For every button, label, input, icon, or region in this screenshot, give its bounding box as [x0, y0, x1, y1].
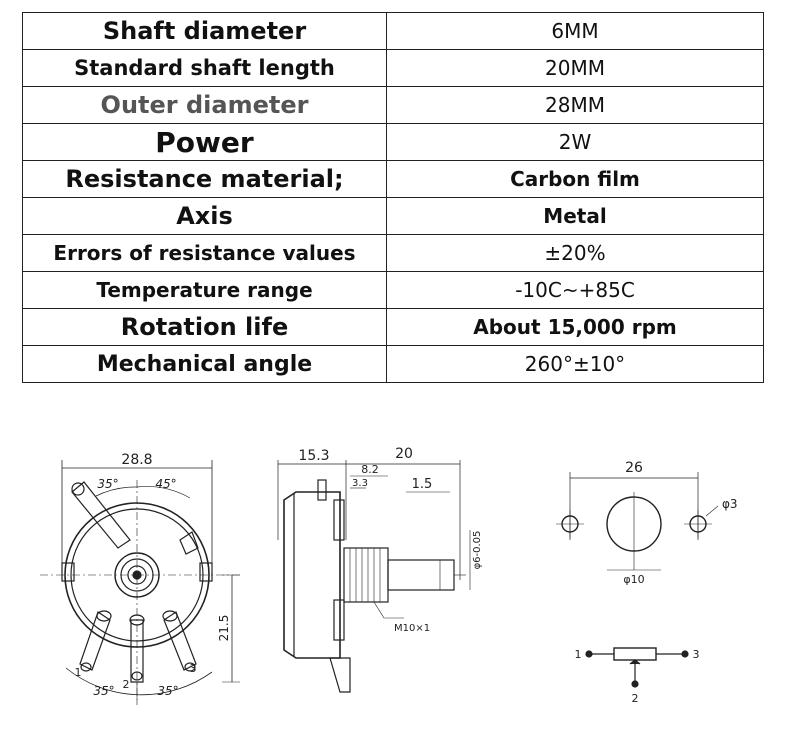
terminal-pins [79, 610, 197, 683]
spec-label-power: Power [22, 123, 387, 161]
spec-table: Shaft diameter 6MM Standard shaft length… [22, 12, 764, 383]
dim-angle-bottom-left: 35° [93, 684, 114, 698]
dim-mount-span: 26 [625, 460, 643, 476]
table-row: Standard shaft length 20MM [22, 49, 764, 87]
dim-angle-top-right: 45° [155, 477, 176, 491]
spec-label-resistance-error: Errors of resistance values [22, 234, 387, 272]
table-row: Outer diameter 28MM [22, 86, 764, 124]
dim-angle-top-left: 35° [97, 477, 118, 491]
spec-value-shaft-diameter: 6MM [386, 12, 764, 50]
spec-label-resistance-material: Resistance material; [22, 160, 387, 198]
table-row: Shaft diameter 6MM [22, 12, 764, 50]
schematic-pin-bottom: 2 [632, 692, 639, 705]
dim-side-thread: M10×1 [394, 623, 430, 634]
dim-side-shaft: 20 [395, 446, 413, 462]
dim-side-shaft-dia: φ6-0.05 [472, 531, 483, 570]
spec-label-rotation-life: Rotation life [22, 308, 387, 346]
spec-value-power: 2W [386, 123, 764, 161]
spec-label-mechanical-angle: Mechanical angle [22, 345, 387, 383]
dim-mount-hole: φ3 [722, 497, 738, 511]
spec-value-resistance-material: Carbon film [386, 160, 764, 198]
spec-label-shaft-length: Standard shaft length [22, 49, 387, 87]
table-row: Axis Metal [22, 197, 764, 235]
spec-value-axis: Metal [386, 197, 764, 235]
pin-label-3: 3 [190, 662, 197, 675]
schematic-pin-right: 3 [693, 648, 700, 661]
pin-label-1: 1 [75, 666, 82, 679]
dim-side-body: 15.3 [298, 448, 329, 464]
pin-label-2: 2 [123, 678, 130, 691]
spec-value-shaft-length: 20MM [386, 49, 764, 87]
table-row: Mechanical angle 260°±10° [22, 345, 764, 383]
spec-label-temperature-range: Temperature range [22, 271, 387, 309]
dim-angle-bottom-right: 35° [157, 684, 178, 698]
spec-label-outer-diameter: Outer diameter [22, 86, 387, 124]
technical-drawing: 28.8 35° 45° 21.5 35° 35° 1 2 3 15.3 20 … [40, 446, 738, 705]
spec-label-axis: Axis [22, 197, 387, 235]
spec-value-rotation-life: About 15,000 rpm [386, 308, 764, 346]
spec-label-shaft-diameter: Shaft diameter [22, 12, 387, 50]
dim-side-small: 3.3 [352, 478, 368, 489]
dim-side-tip: 1.5 [412, 477, 433, 492]
table-row: Power 2W [22, 123, 764, 161]
spec-value-resistance-error: ±20% [386, 234, 764, 272]
table-row: Errors of resistance values ±20% [22, 234, 764, 272]
table-row: Resistance material; Carbon film [22, 160, 764, 198]
dim-side-bush: 8.2 [361, 463, 379, 476]
side-view [277, 460, 471, 693]
dim-mount-center: φ10 [623, 573, 644, 586]
dim-front-width: 28.8 [121, 452, 152, 468]
mount-view [556, 472, 719, 571]
spec-value-outer-diameter: 28MM [386, 86, 764, 124]
front-view [40, 460, 240, 705]
spec-value-mechanical-angle: 260°±10° [386, 345, 764, 383]
table-row: Rotation life About 15,000 rpm [22, 308, 764, 346]
dim-front-height: 21.5 [217, 615, 231, 642]
schematic-symbol [585, 647, 689, 688]
schematic-pin-left: 1 [575, 648, 582, 661]
table-row: Temperature range -10C~+85C [22, 271, 764, 309]
spec-value-temperature-range: -10C~+85C [386, 271, 764, 309]
